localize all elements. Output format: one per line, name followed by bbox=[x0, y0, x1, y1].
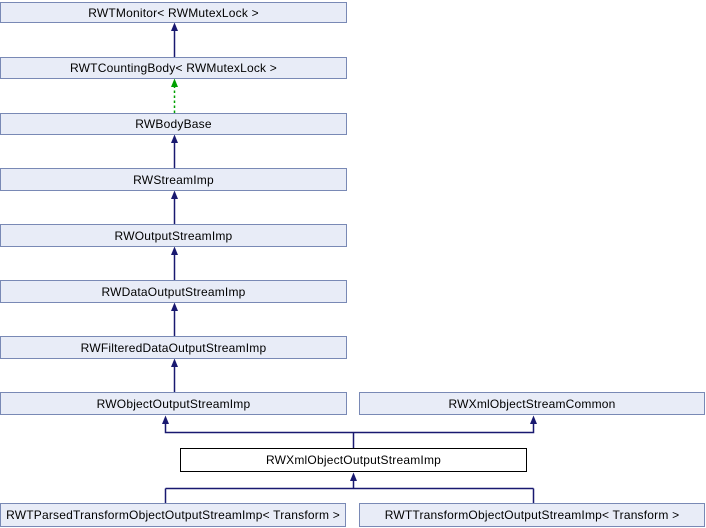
node-rwttransformobjectoutputstreamimp[interactable]: RWTTransformObjectOutputStreamImp< Trans… bbox=[359, 503, 705, 527]
node-rwoutputstreamimp[interactable]: RWOutputStreamImp bbox=[0, 224, 347, 247]
node-rwstreamimp[interactable]: RWStreamImp bbox=[0, 168, 347, 191]
node-rwdataoutputstreamimp[interactable]: RWDataOutputStreamImp bbox=[0, 280, 347, 303]
edge-rwobjectoutputstreamimp-to-rwfiltereddataoutputstreamimp bbox=[171, 358, 178, 392]
node-rwxmlobjectstreamcommon[interactable]: RWXmlObjectStreamCommon bbox=[359, 392, 705, 415]
edge-rwbodybase-to-rwtcountingbody bbox=[171, 78, 178, 113]
edge-rwoutputstreamimp-to-rwstreamimp bbox=[171, 190, 178, 224]
node-rwtmonitor[interactable]: RWTMonitor< RWMutexLock > bbox=[0, 2, 347, 23]
node-rwfiltereddataoutputstreamimp[interactable]: RWFilteredDataOutputStreamImp bbox=[0, 336, 347, 359]
edge-rwfiltereddataoutputstreamimp-to-rwdataoutputstreamimp bbox=[171, 302, 178, 336]
node-rwxmlobjectoutputstreamimp-current: RWXmlObjectOutputStreamImp bbox=[180, 448, 527, 472]
edge-rwdataoutputstreamimp-to-rwoutputstreamimp bbox=[171, 246, 178, 280]
edge-children-to-rwxmlobjectoutputstreamimp bbox=[164, 472, 535, 503]
node-rwtparsedtransformobjectoutputstreamimp[interactable]: RWTParsedTransformObjectOutputStreamImp<… bbox=[0, 503, 346, 527]
edge-rwxmlobjectoutputstreamimp-to-parents bbox=[162, 415, 537, 448]
node-rwbodybase[interactable]: RWBodyBase bbox=[0, 113, 347, 135]
edge-rwstreamimp-to-rwbodybase bbox=[171, 134, 178, 168]
edge-rwtcountingbody-to-rwtmonitor bbox=[171, 22, 178, 57]
node-rwtcountingbody[interactable]: RWTCountingBody< RWMutexLock > bbox=[0, 57, 347, 79]
node-rwobjectoutputstreamimp[interactable]: RWObjectOutputStreamImp bbox=[0, 392, 347, 415]
